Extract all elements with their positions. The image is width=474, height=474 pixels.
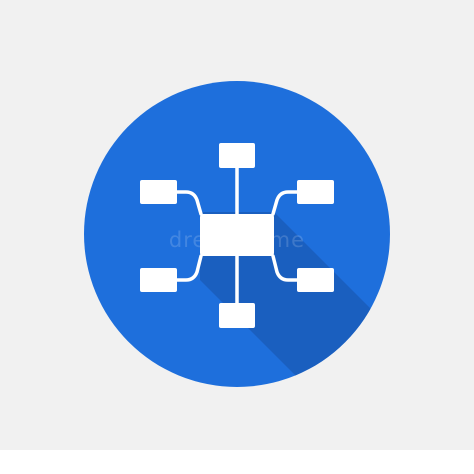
connector-bottom-left	[175, 254, 203, 282]
node-top-left	[140, 180, 177, 204]
node-bottom-right	[297, 268, 334, 292]
footer-bar	[0, 450, 474, 474]
connector-top-right	[271, 190, 299, 216]
node-bottom	[219, 303, 255, 328]
network-glyph	[140, 143, 334, 328]
node-top-right	[297, 180, 334, 204]
long-shadow	[200, 212, 390, 387]
node-top	[219, 143, 255, 168]
connector-bottom-right	[271, 254, 299, 282]
center-node	[200, 214, 274, 256]
connector-top-left	[175, 190, 203, 216]
node-bottom-left	[140, 268, 177, 292]
